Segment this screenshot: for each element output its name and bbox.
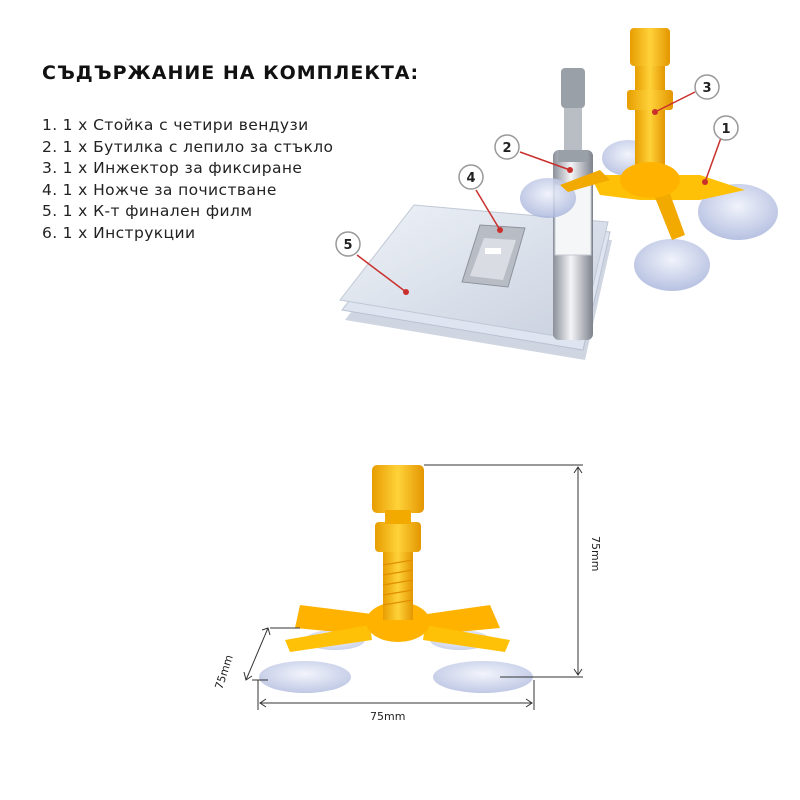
kit-contents-title: СЪДЪРЖАНИЕ НА КОМПЛЕКТА: xyxy=(42,62,420,84)
list-item-number: 3. xyxy=(42,159,58,177)
callout-5: 5 xyxy=(335,231,409,295)
height-dimension-label: 75mm xyxy=(589,536,602,571)
kit-contents-list: 1.1 x Стойка с четири вендузи 2.1 x Бути… xyxy=(42,115,338,244)
list-item: 5.1 x К-т финален филм xyxy=(42,201,338,223)
list-item-number: 6. xyxy=(42,223,58,242)
yellow-stand xyxy=(560,28,745,240)
list-item-text: 1 x Инжектор за фиксиране xyxy=(62,159,303,177)
list-item: 4.1 x Ножче за почистване xyxy=(42,180,338,202)
list-item-text: 1 x К-т финален филм xyxy=(62,202,253,220)
callout-2: 2 xyxy=(494,134,573,173)
list-item-text: 1 x Инструкции xyxy=(62,223,196,242)
list-item: 6.1 x Инструкции xyxy=(42,223,338,245)
callout-1: 1 xyxy=(702,115,739,185)
list-item: 1.1 x Стойка с четири вендузи xyxy=(42,115,338,137)
callout-label-2: 2 xyxy=(502,141,511,156)
callout-label-5: 5 xyxy=(343,238,352,253)
callout-label-3: 3 xyxy=(702,81,711,96)
callout-label-4: 4 xyxy=(466,171,475,186)
list-item: 2.1 x Бутилка с лепило за стъкло xyxy=(42,137,338,159)
list-item-text: 1 x Ножче за почистване xyxy=(62,180,277,199)
width-dimension-label: 75mm xyxy=(370,710,405,723)
list-item-number: 2. xyxy=(42,137,58,156)
list-item-text: 1 x Бутилка с лепило за стъкло xyxy=(62,137,334,156)
callout-label-1: 1 xyxy=(721,122,730,137)
list-item-text: 1 x Стойка с четири вендузи xyxy=(62,116,309,134)
list-item-number: 5. xyxy=(42,202,58,220)
suction-cups xyxy=(520,140,778,291)
list-item-number: 1. xyxy=(42,116,58,134)
list-item-number: 4. xyxy=(42,180,58,199)
depth-dimension-label: 75mm xyxy=(212,653,235,691)
callout-4: 4 xyxy=(458,164,503,233)
stand-dimension-drawing: 75mm 75mm 75mm xyxy=(212,464,602,723)
list-item: 3.1 x Инжектор за фиксиране xyxy=(42,158,338,180)
callout-markers: 1 2 3 4 5 xyxy=(335,74,739,295)
cleaning-blade xyxy=(461,224,526,288)
callout-3: 3 xyxy=(652,74,720,115)
